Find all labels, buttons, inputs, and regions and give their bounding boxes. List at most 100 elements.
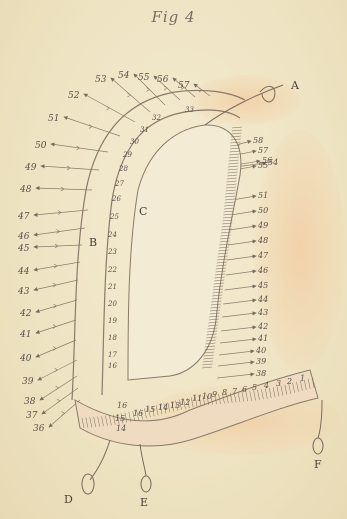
hatch-line: [232, 130, 242, 131]
right-number: 46: [257, 266, 268, 275]
fibre-chevron: [147, 88, 150, 92]
inner-number: 23: [107, 248, 117, 256]
bottom-number: 16: [133, 409, 143, 418]
fibre-chevron: [128, 93, 131, 97]
fibre-right: [222, 313, 256, 317]
inner-number: 28: [118, 165, 128, 173]
outer-number: 48: [19, 185, 32, 195]
fibre-right: [226, 271, 256, 275]
bottom-number: 10: [202, 392, 212, 401]
right-number: 41: [257, 334, 268, 343]
fibre-chevron: [53, 347, 56, 351]
inner-number: 31: [140, 126, 149, 134]
outer-number: 37: [26, 411, 38, 421]
outer-number: 38: [24, 397, 36, 407]
fibre-chevron: [57, 399, 60, 403]
central-body: [128, 125, 241, 380]
inner-number: 17: [108, 351, 117, 359]
fibre-right: [236, 141, 251, 145]
hatch-line: [203, 358, 213, 359]
inner-number: 19: [108, 317, 117, 325]
fibre-chevron: [53, 325, 56, 329]
right-number: 50: [258, 206, 268, 215]
outer-number: 51: [48, 114, 59, 124]
bottom-number: 12: [180, 398, 190, 407]
bottom-number: 8: [222, 388, 227, 397]
band-number: 16: [117, 401, 127, 410]
bottom-number: 6: [242, 385, 247, 394]
fibre-right: [220, 339, 256, 343]
outer-number: 39: [22, 377, 34, 387]
outer-number: 53: [95, 75, 107, 85]
label-A: A: [290, 79, 300, 92]
bottom-number: 1: [300, 374, 305, 383]
fibre-right: [231, 211, 256, 215]
right-number: 49: [257, 221, 268, 230]
fibre-right: [228, 241, 256, 245]
loop-E: [141, 476, 151, 492]
inner-number: 27: [114, 180, 124, 188]
right-number: 51: [258, 191, 268, 200]
fibre-right: [225, 286, 257, 290]
right-number: 55: [258, 161, 268, 170]
outer-number: 45: [17, 244, 30, 254]
inner-number: 32: [152, 114, 161, 122]
inner-number: 16: [108, 362, 117, 370]
hatch-line: [203, 361, 213, 362]
inner-number: 30: [130, 138, 139, 146]
fibre-right: [223, 300, 256, 304]
band-number: 15: [115, 414, 125, 423]
bottom-number: 9: [212, 390, 217, 399]
fibre-chevron: [54, 304, 57, 308]
fibre-right: [227, 256, 256, 260]
fibre-chevron: [62, 412, 65, 416]
fibre-right: [230, 226, 257, 230]
fibre-right: [217, 374, 254, 378]
wire-D: [90, 440, 110, 480]
outer-number: 41: [19, 330, 31, 340]
hatch-line: [204, 352, 214, 353]
fibre-chevron: [107, 106, 110, 110]
right-number: 38: [256, 369, 266, 378]
outer-number: 42: [19, 309, 32, 319]
inner-number: 22: [107, 266, 117, 274]
outer-number: 55: [138, 73, 150, 83]
fibre-chevron: [56, 386, 59, 390]
right-number: 45: [257, 281, 268, 290]
inner-number: 26: [111, 195, 121, 203]
right-number: 58: [253, 136, 263, 145]
bottom-number: 5: [252, 383, 257, 392]
right-number: 42: [257, 322, 268, 331]
bottom-number: 11: [192, 394, 202, 403]
right-number: 54: [268, 158, 278, 167]
fibre-right: [221, 327, 256, 331]
bottom-number: 15: [145, 405, 155, 414]
hatch-line: [231, 133, 241, 134]
right-number: 44: [257, 295, 268, 304]
inner-number: 20: [107, 300, 117, 308]
inner-number: 24: [107, 231, 117, 239]
outer-number: 54: [118, 71, 130, 81]
label-B: B: [89, 236, 97, 249]
right-number: 40: [255, 346, 266, 355]
fibre-chevron: [55, 368, 58, 372]
inner-number: 25: [109, 213, 119, 221]
fibre-chevron: [164, 86, 167, 90]
hatch-line: [204, 355, 214, 356]
outer-number: 40: [19, 354, 32, 364]
outer-number: 56: [157, 75, 169, 85]
inner-number: 29: [122, 151, 132, 159]
outer-number: 50: [35, 141, 47, 151]
fibre-chevron: [89, 125, 92, 129]
label-E: E: [140, 496, 148, 509]
fibre-right: [218, 362, 254, 366]
right-number: 48: [257, 236, 268, 245]
right-number: 43: [257, 308, 268, 317]
outer-number: 52: [68, 91, 80, 101]
outer-number: 47: [17, 212, 30, 222]
right-number: 47: [257, 251, 269, 260]
wire-E: [140, 444, 146, 476]
bottom-number: 14: [158, 403, 168, 412]
